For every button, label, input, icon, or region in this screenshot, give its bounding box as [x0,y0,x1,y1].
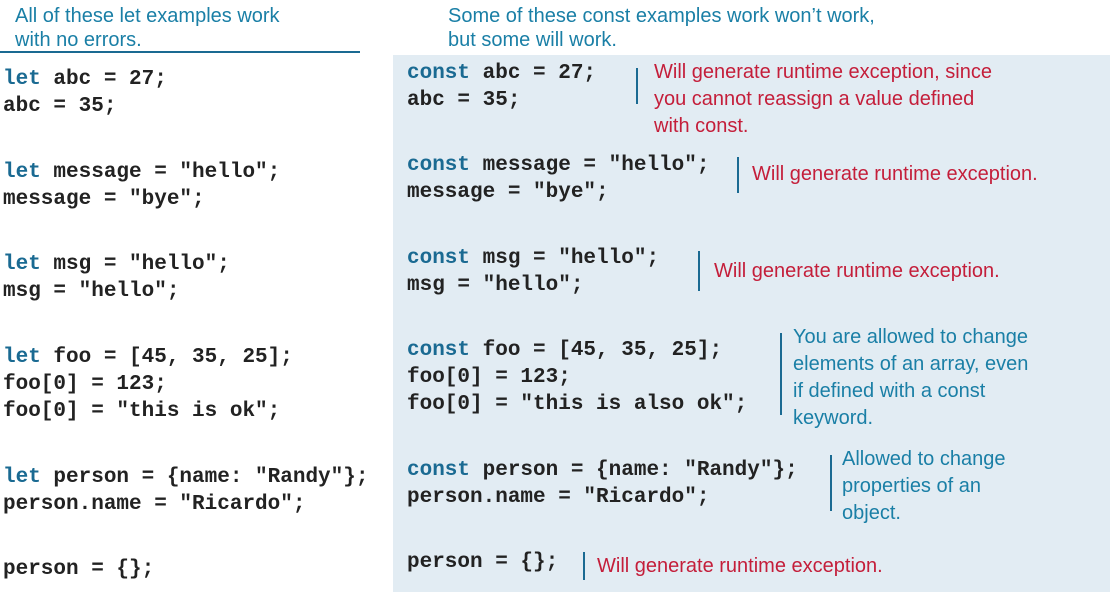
let-example-2-line-2: message = "bye"; [3,188,205,211]
const-example-2-line-1: message = "hello"; [470,154,710,177]
let-example-3-line-2: msg = "hello"; [3,280,180,303]
let-keyword: let [3,253,41,276]
note-divider [780,333,782,415]
note-divider [737,157,739,193]
const-keyword: const [407,459,471,482]
const-example-3-line-1: msg = "hello"; [470,247,660,270]
const-example-1: const abc = 27; abc = 35; [407,60,596,114]
let-example-2-line-1: message = "hello"; [40,161,281,184]
const-panel-background [393,55,1110,592]
let-example-6: person = {}; [3,558,155,581]
const-example-3-line-2: msg = "hello"; [407,274,584,297]
const-example-4-lines-2-3: foo[0] = 123; foo[0] = "this is also ok"… [407,366,748,416]
let-example-1-line-2: abc = 35; [3,95,117,118]
const-example-5-line-1: person = {name: "Randy"}; [470,459,798,482]
const-example-3: const msg = "hello"; msg = "hello"; [407,245,659,299]
const-example-2: const message = "hello"; message = "bye"… [407,152,709,206]
let-example-5: let person = {name: "Randy"}; person.nam… [3,464,368,518]
heading-underline [0,51,360,53]
const-example-1-note: Will generate runtime exception, since y… [654,61,992,137]
const-example-2-note: Will generate runtime exception. [752,163,1038,185]
note-divider [583,552,585,580]
let-keyword: let [3,161,41,184]
const-example-5-note: Allowed to change properties of an objec… [842,448,1006,524]
let-example-2: let message = "hello"; message = "bye"; [3,159,280,213]
let-example-4: let foo = [45, 35, 25]; foo[0] = 123; fo… [3,344,293,425]
let-example-3-line-1: msg = "hello"; [40,253,230,276]
const-example-6: person = {}; [407,551,559,574]
const-example-1-line-2: abc = 35; [407,89,521,112]
let-example-1: let abc = 27; abc = 35; [3,66,167,120]
const-example-4: const foo = [45, 35, 25]; foo[0] = 123; … [407,337,747,418]
const-keyword: const [407,247,471,270]
let-example-4-lines-2-3: foo[0] = 123; foo[0] = "this is ok"; [3,373,281,423]
let-column-heading: All of these let examples work with no e… [15,5,280,51]
const-keyword: const [407,154,471,177]
const-keyword: const [407,339,471,362]
const-column-heading: Some of these const examples work won’t … [448,5,875,51]
let-example-5-line-2: person.name = "Ricardo"; [3,493,306,516]
const-example-2-line-2: message = "bye"; [407,181,609,204]
let-example-3: let msg = "hello"; msg = "hello"; [3,251,230,305]
let-example-4-line-1: foo = [45, 35, 25]; [40,346,293,369]
const-example-5-line-2: person.name = "Ricardo"; [407,486,710,509]
let-example-5-line-1: person = {name: "Randy"}; [40,466,369,489]
note-divider [830,455,832,511]
const-example-5: const person = {name: "Randy"}; person.n… [407,457,798,511]
let-keyword: let [3,466,41,489]
let-keyword: let [3,346,41,369]
note-divider [636,68,638,104]
const-example-1-line-1: abc = 27; [470,62,597,85]
const-keyword: const [407,62,471,85]
const-example-6-note: Will generate runtime exception. [597,555,883,577]
let-example-1-line-1: abc = 27; [40,68,167,91]
const-example-3-note: Will generate runtime exception. [714,260,1000,282]
const-example-4-note: You are allowed to change elements of an… [793,326,1029,429]
note-divider [698,251,700,291]
const-example-4-line-1: foo = [45, 35, 25]; [470,339,723,362]
let-keyword: let [3,68,41,91]
